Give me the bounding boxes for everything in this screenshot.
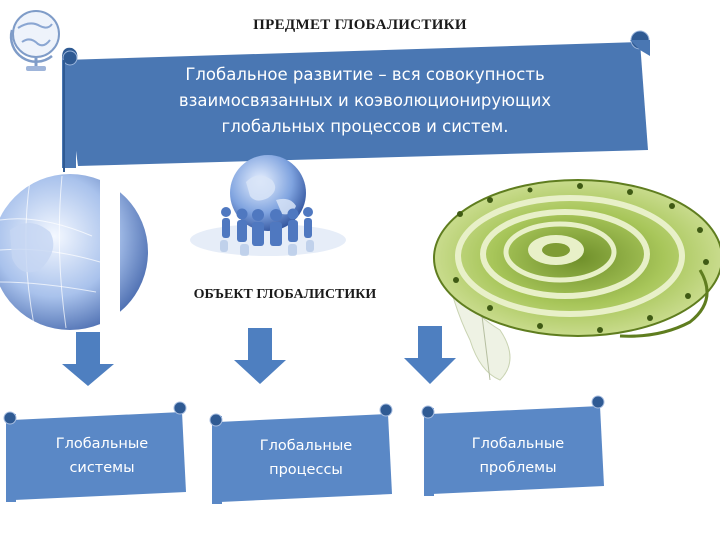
definition-line: взаимосвязанных и коэволюционирующих — [178, 91, 552, 110]
box-processes-text: Глобальные процессы — [226, 434, 386, 482]
box-label: Глобальные — [55, 436, 149, 452]
people-around-globe-image — [190, 155, 346, 256]
scroll-box-systems — [3, 401, 187, 502]
box-label: проблемы — [479, 460, 557, 476]
down-arrow-left — [62, 332, 114, 386]
definition-text: Глобальное развитие – вся совокупность в… — [80, 62, 650, 140]
page-title: ПРЕДМЕТ ГЛОБАЛИСТИКИ — [253, 17, 467, 33]
box-label: системы — [69, 460, 135, 476]
object-title: ОБЪЕКТ ГЛОБАЛИСТИКИ — [193, 287, 377, 302]
globe-on-stand-icon — [9, 10, 60, 71]
earth-globe-image — [0, 170, 148, 330]
down-arrow-center — [234, 328, 286, 384]
box-label: Глобальные — [471, 436, 565, 452]
scroll-box-problems — [421, 395, 605, 496]
scroll-box-processes — [209, 403, 393, 504]
evolution-spiral-image — [433, 179, 720, 381]
down-arrow-right — [404, 326, 456, 384]
definition-line: Глобальное развитие – вся совокупность — [185, 65, 545, 84]
definition-line: глобальных процессов и систем. — [221, 117, 509, 136]
definition-scroll-banner — [62, 30, 650, 172]
box-problems-text: Глобальные проблемы — [438, 432, 598, 480]
box-label: Глобальные — [259, 438, 353, 454]
box-label: процессы — [269, 462, 343, 478]
box-systems-text: Глобальные системы — [22, 432, 182, 480]
